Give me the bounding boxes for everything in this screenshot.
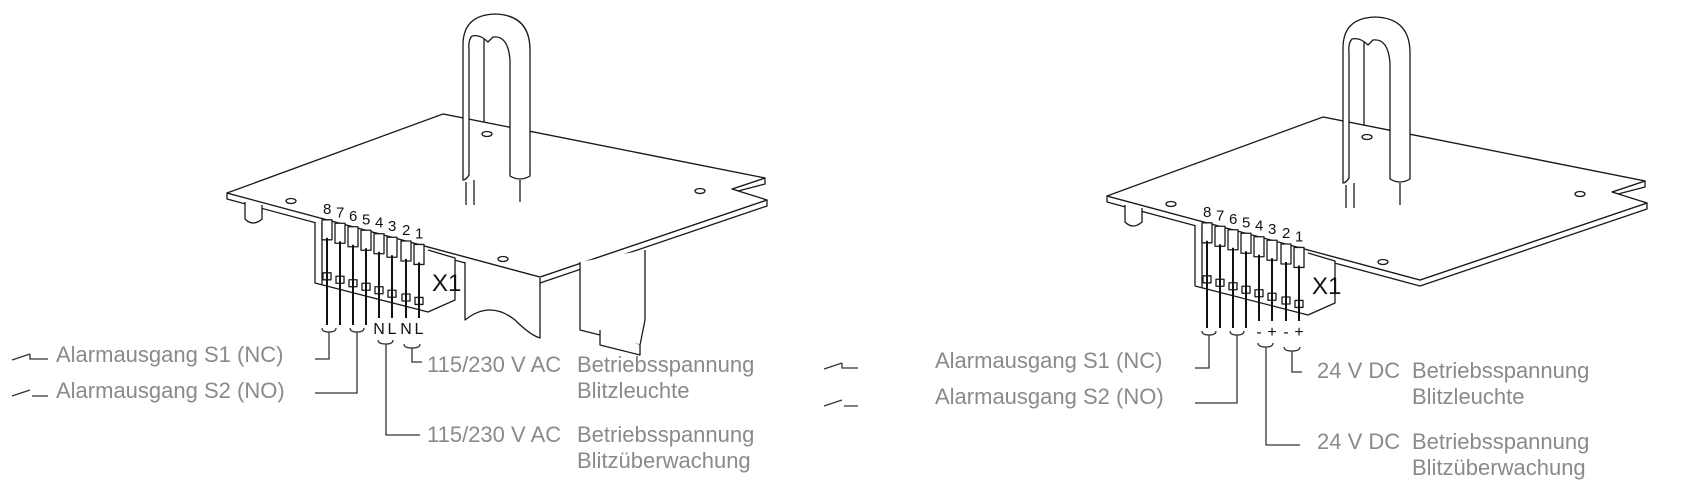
terminal-pin: 4- xyxy=(1253,218,1265,341)
monitor-supply-label: Betriebsspannung xyxy=(1412,429,1589,454)
polarity-label: N xyxy=(373,321,385,338)
monitor-supply-voltage: 24 V DC xyxy=(1317,429,1400,454)
polarity-label: L xyxy=(388,321,397,338)
terminal-pin: 1+ xyxy=(1293,228,1305,341)
terminal-pin: 5 xyxy=(1240,214,1252,328)
lamp-supply-voltage: 24 V DC xyxy=(1317,358,1400,383)
circuit-board-illustration xyxy=(226,13,768,313)
pin-number: 3 xyxy=(388,218,396,235)
pin-number: 7 xyxy=(1216,207,1224,224)
alarm-output-s1-label: Alarmausgang S1 (NC) xyxy=(56,342,283,367)
monitor-supply-sublabel: Blitzüberwachung xyxy=(577,448,751,473)
terminal-pin: 1L xyxy=(413,225,425,338)
pin-number: 3 xyxy=(1268,221,1276,238)
alarm-output-s1-label: Alarmausgang S1 (NC) xyxy=(935,348,1162,373)
monitor-supply-label: Betriebsspannung xyxy=(577,422,754,447)
polarity-label: + xyxy=(1267,324,1276,341)
polarity-label: N xyxy=(400,321,412,338)
polarity-label: - xyxy=(1283,324,1288,341)
terminal-pin: 4N xyxy=(373,215,385,338)
lamp-supply-label: Betriebsspannung xyxy=(1412,358,1589,383)
terminal-pin: 8 xyxy=(321,201,333,325)
pin-number: 5 xyxy=(1242,214,1250,231)
pin-number: 5 xyxy=(362,211,370,228)
lamp-supply-sublabel: Blitzleuchte xyxy=(577,378,690,403)
pin-number: 8 xyxy=(1203,204,1211,221)
pin-number: 1 xyxy=(415,225,423,242)
terminal-pin: 8 xyxy=(1201,204,1213,328)
pin-number: 6 xyxy=(349,208,357,225)
terminal-pin: 3+ xyxy=(1266,221,1278,341)
pin-number: 4 xyxy=(375,215,383,232)
pin-number: 1 xyxy=(1295,228,1303,245)
nc-switch-icon xyxy=(823,362,858,370)
pin-number: 2 xyxy=(1282,225,1290,242)
monitor-supply-voltage: 115/230 V AC xyxy=(427,422,561,447)
pin-number: 8 xyxy=(323,201,331,218)
circuit-board-illustration xyxy=(1106,16,1648,316)
terminal-pin: 2N xyxy=(400,222,412,338)
terminal-pin: 5 xyxy=(360,211,372,325)
terminal-block-label: X1 xyxy=(432,270,461,297)
terminal-pin: 7 xyxy=(1214,207,1226,328)
pin-number: 7 xyxy=(336,204,344,221)
nc-switch-icon xyxy=(11,353,48,361)
polarity-label: + xyxy=(1294,324,1303,341)
terminal-pin: 3L xyxy=(386,218,398,338)
alarm-output-s2-label: Alarmausgang S2 (NO) xyxy=(56,378,285,403)
lamp-supply-label: Betriebsspannung xyxy=(577,352,754,377)
polarity-label: - xyxy=(1256,324,1261,341)
no-switch-icon xyxy=(823,399,858,407)
polarity-label: L xyxy=(415,321,424,338)
lamp-supply-sublabel: Blitzleuchte xyxy=(1412,384,1525,409)
pin-number: 6 xyxy=(1229,211,1237,228)
terminal-pin: 6 xyxy=(347,208,359,325)
terminal-pin: 7 xyxy=(334,204,346,325)
pin-number: 4 xyxy=(1255,218,1263,235)
monitor-supply-sublabel: Blitzüberwachung xyxy=(1412,455,1586,480)
pin-number: 2 xyxy=(402,222,410,239)
terminal-block-label: X1 xyxy=(1312,273,1341,300)
terminal-pin: 2- xyxy=(1280,225,1292,341)
lamp-supply-voltage: 115/230 V AC xyxy=(427,352,561,377)
alarm-output-s2-label: Alarmausgang S2 (NO) xyxy=(935,384,1164,409)
terminal-pin: 6 xyxy=(1227,211,1239,328)
no-switch-icon xyxy=(11,389,48,397)
